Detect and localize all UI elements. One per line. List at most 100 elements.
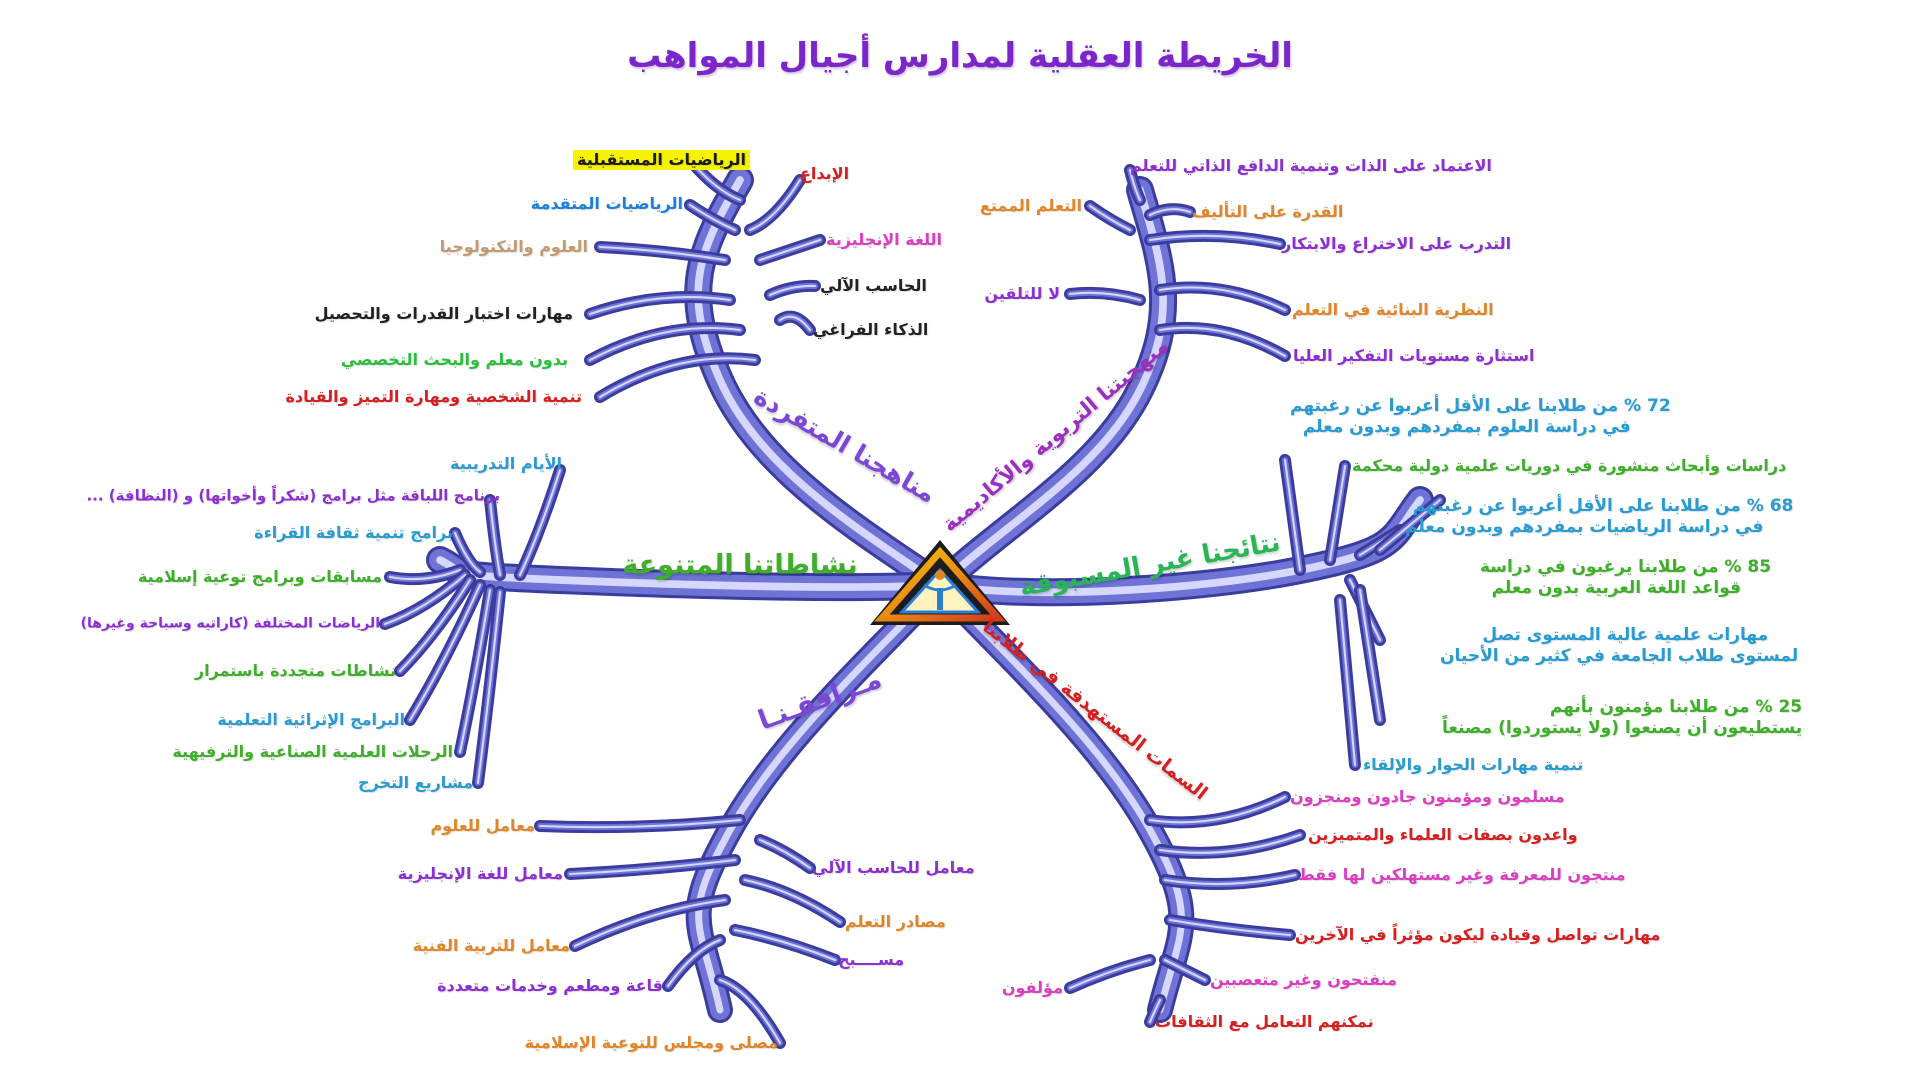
branch-line <box>685 572 953 1023</box>
branch-label: العلوم والتكنولوجيا <box>439 237 588 256</box>
branch-line <box>936 186 1167 589</box>
branch-label: التدرب على الاختراع والابتكار <box>1282 234 1512 253</box>
branch-line <box>1088 204 1132 232</box>
branch-label: 68 % من طلابنا على الأقل أعربوا عن رغبته… <box>1405 496 1793 539</box>
branch-label: نمكنهم التعامل مع الثقافات <box>1155 1012 1374 1031</box>
branch-label: 85 % من طلابنا يرغبون في دراسة قواعد الل… <box>1480 557 1771 600</box>
branch-line <box>1148 208 1192 217</box>
branch-label: واعدون بصفات العلماء والمتميزين <box>1308 825 1578 844</box>
branch-label: قاعة ومطعم وخدمات متعددة <box>437 976 663 995</box>
branch-label: اللغة الإنجليزية <box>826 230 942 249</box>
branch-line <box>1328 464 1347 562</box>
stat-line-2: يستطيعون أن يصنعوا (ولا يستوردوا) مصنعاً <box>1442 718 1803 738</box>
branch-label: مسلمون ومؤمنون جادون ومنجزون <box>1290 787 1565 806</box>
branch-line <box>733 928 837 962</box>
branch-line <box>758 838 812 870</box>
stat-line-1: 68 % من طلابنا على الأقل أعربوا عن رغبته… <box>1412 495 1794 516</box>
branch-line <box>1068 291 1142 302</box>
branch-label: مهارات تواصل وقيادة ليكون مؤثراً في الآخ… <box>1295 925 1661 944</box>
branch-label: مصادر التعلم <box>845 912 946 931</box>
branch-label: البرامج الإثرائية التعلمية <box>217 710 405 729</box>
branch-label: القدرة على التأليف <box>1192 202 1344 221</box>
branch-line <box>1163 958 1207 982</box>
branch-line <box>1128 168 1142 202</box>
branch-label: الرياضات المختلفة (كاراتيه وسباحة وغيرها… <box>80 615 380 632</box>
branch-line <box>383 573 467 626</box>
stat-line-2: لمستوى طلاب الجامعة في كثير من الأحيان <box>1440 646 1799 666</box>
branch-line <box>1378 498 1442 552</box>
branch-label: معامل للعلوم <box>430 816 535 835</box>
branch-line <box>1283 458 1302 572</box>
branch-line <box>538 818 742 829</box>
branch-label: مهارات اختبار القدرات والتحصيل <box>314 304 573 323</box>
branch-line <box>408 583 482 722</box>
branch-line <box>694 176 944 589</box>
branch-label: 25 % من طلابنا مؤمنون بأنهم يستطيعون أن … <box>1442 697 1802 740</box>
branch-label: الرياضيات المستقبلية <box>573 150 750 170</box>
branch-label: مهارات علمية عالية المستوى تصل لمستوى طل… <box>1440 625 1798 668</box>
branch-line <box>573 898 727 948</box>
branch-label: دراسات وأبحاث منشورة في دوريات علمية دول… <box>1352 456 1787 475</box>
branch-line <box>588 326 742 362</box>
branch-label: معامل للتربية الفنية <box>412 936 570 955</box>
branch-line <box>666 938 722 988</box>
branch-label: النظرية البنائية في التعلم <box>1292 300 1494 319</box>
stat-line-1: 25 % من طلابنا مؤمنون بأنهم <box>1549 696 1803 717</box>
branch-label: مؤلفون <box>1001 978 1063 997</box>
branch-label: مشاريع التخرج <box>358 773 473 792</box>
branch-line <box>588 296 732 316</box>
branch-label: الإبداع <box>800 164 850 183</box>
branch-label: الذكاء الفراغي <box>813 320 929 339</box>
branch-label: التعلم الممتع <box>979 196 1082 215</box>
branch-label: برنامج اللباقة مثل برامج (شكراً وأخواتها… <box>86 486 500 505</box>
branch-line <box>1068 958 1152 990</box>
branch-line <box>598 245 727 262</box>
branch-line <box>488 498 502 577</box>
branch-line <box>598 357 757 399</box>
branch-label: منتجون للمعرفة وغير مستهلكين لها فقط <box>1298 865 1626 884</box>
branch-line <box>758 238 822 262</box>
branch-line <box>748 178 802 232</box>
branch-label: الحاسب الآلي <box>820 276 927 295</box>
branch-label: الرياضيات المتقدمة <box>530 194 683 213</box>
branch-label: الرحلات العلمية الصناعية والترفيهية <box>172 742 453 761</box>
branch-line <box>1158 833 1302 854</box>
branch-label: منفتحون وغير متعصبين <box>1210 970 1397 989</box>
branch-line <box>768 284 817 297</box>
branch-line <box>1148 998 1162 1024</box>
branch-label: مصلى ومجلس للتوعية الإسلامية <box>524 1033 778 1052</box>
branch-label: تنمية الشخصية ومهارة التميز والقيادة <box>285 387 582 406</box>
branch-label: الأيام التدريبية <box>450 454 562 473</box>
branch-line <box>476 590 502 785</box>
branch-line <box>568 858 737 876</box>
branch-line <box>778 315 812 332</box>
branch-line <box>1148 795 1287 824</box>
branch-label: الاعتماد على الذات وتنمية الدافع الذاتي … <box>1130 156 1492 175</box>
category-nashatat: نشاطاتنا المتنوعة <box>622 549 858 581</box>
stat-line-1: 72 % من طلابنا على الأقل أعربوا عن رغبته… <box>1290 395 1671 416</box>
branch-line <box>688 203 737 232</box>
branch-line <box>453 531 482 574</box>
branch-line <box>1168 918 1292 937</box>
branch-line <box>1358 588 1382 722</box>
branch-line <box>388 568 462 581</box>
branch-line <box>1158 286 1287 312</box>
branch-line <box>1338 598 1357 767</box>
stat-line-2: في دراسة العلوم بمفردهم وبدون معلم <box>1302 417 1631 437</box>
branch-line <box>458 588 492 754</box>
branch-label: مسابقات وبرامج توعية إسلامية <box>137 567 382 586</box>
branch-label: بدون معلم والبحث التخصصي <box>340 350 568 369</box>
branch-line <box>936 581 1185 1014</box>
branch-line <box>743 878 842 924</box>
branch-label: استثارة مستويات التفكير العليا <box>1293 346 1535 365</box>
stat-line-1: مهارات علمية عالية المستوى تصل <box>1482 624 1769 645</box>
branch-line <box>927 572 1195 1023</box>
branch-label: برامج تنمية ثقافة القراءة <box>254 523 453 542</box>
branch-label: معامل للغة الإنجليزية <box>397 864 563 883</box>
branch-label: معامل للحاسب الآلي <box>812 858 975 877</box>
stat-line-2: في دراسة الرياضيات بمفردهم وبدون معلم <box>1405 517 1764 537</box>
branch-line <box>1158 326 1287 358</box>
branch-label: لا للتلقين <box>984 284 1060 303</box>
branch-label: 72 % من طلابنا على الأقل أعربوا عن رغبته… <box>1290 396 1671 439</box>
